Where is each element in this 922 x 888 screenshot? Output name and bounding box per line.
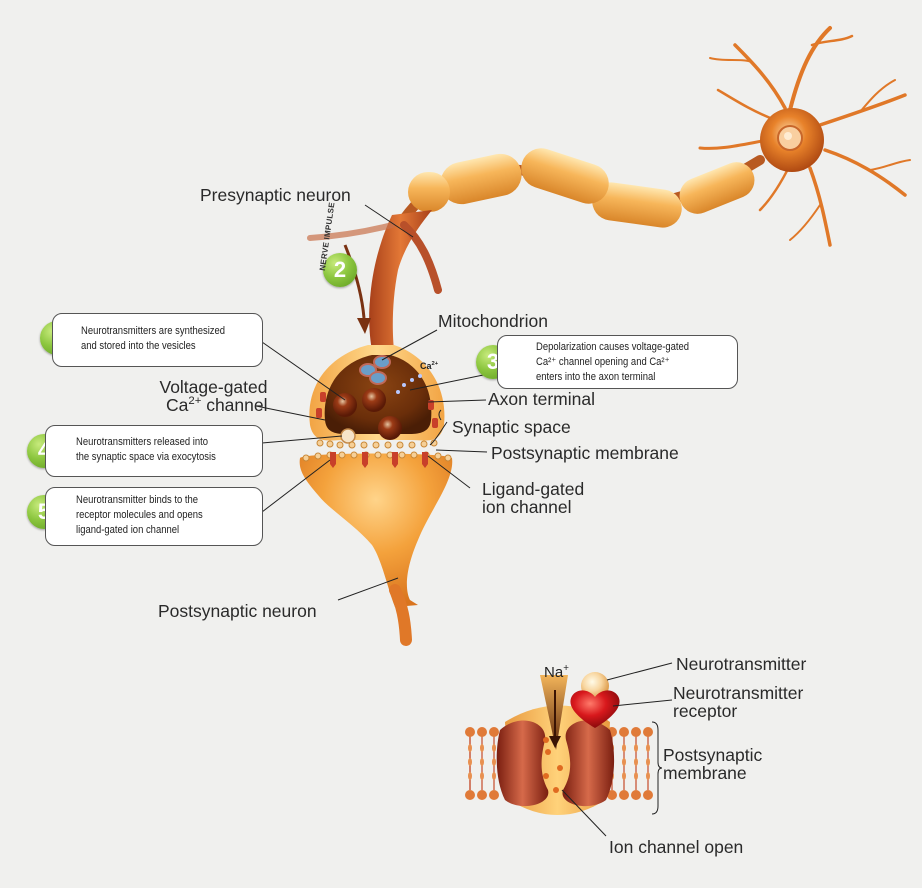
step-5-box: Neurotransmitter binds to the receptor m… (45, 487, 263, 546)
inset-membrane (465, 727, 653, 800)
voltage-gated-label: Voltage-gated Ca2+ channel (138, 377, 268, 415)
na-ion-label: Na+ (544, 664, 569, 681)
step-5-line3: ligand-gated ion channel (76, 524, 180, 536)
axon-terminal-label: Axon terminal (488, 389, 595, 409)
inset-membrane-line1: Postsynaptic (663, 745, 763, 765)
ligand-gated-line2: ion channel (482, 497, 572, 517)
voltage-gated-sup: 2+ (188, 395, 202, 408)
inset-receptor-label: Neurotransmitter receptor (673, 684, 803, 720)
phospholipids-right (611, 735, 649, 790)
inset-membrane-line2: membrane (663, 763, 747, 783)
step-3-line3: enters into the axon terminal (536, 371, 656, 383)
voltage-gated-ca: Ca (166, 395, 189, 415)
ion-channel-open-label: Ion channel open (609, 837, 744, 857)
channel-protein-right (562, 720, 615, 807)
step-2-badge: 2 (323, 253, 357, 287)
ligand-gated-line1: Ligand-gated (482, 479, 585, 499)
synaptic-space-label: Synaptic space (452, 417, 571, 437)
ligand-gated-receptors (330, 452, 428, 468)
postsynaptic-neuron (299, 453, 453, 607)
step-4-line1: Neurotransmitters released into (76, 436, 208, 448)
ligand-gated-label: Ligand-gated ion channel (482, 480, 584, 516)
inset-neurotransmitter-label: Neurotransmitter (676, 654, 807, 674)
step-3-box: Depolarization causes voltage-gated Ca²⁺… (497, 335, 738, 389)
channel-protein-left (496, 720, 549, 807)
inset-receptor-line2: receptor (673, 701, 738, 721)
inset-receptor (570, 690, 620, 728)
calcium-ions (396, 374, 422, 394)
ca-ion-sup: 2+ (431, 361, 439, 367)
ca-ion-text: Ca (420, 361, 432, 371)
postsynaptic-neuron-label: Postsynaptic neuron (158, 601, 317, 621)
presynaptic-membrane (316, 439, 438, 449)
step-1-line1: Neurotransmitters are synthesized (81, 325, 226, 337)
step-1-line2: and stored into the vesicles (81, 340, 196, 352)
step-3-line2: Ca²⁺ channel opening and Ca²⁺ (536, 356, 670, 368)
voltage-gated-channel: channel (201, 395, 268, 415)
na-ion-text: Na (544, 664, 564, 681)
synaptic-vesicles (333, 388, 402, 444)
step-1-box: Neurotransmitters are synthesized and st… (52, 313, 263, 367)
voltage-gated-line1: Voltage-gated (159, 377, 268, 397)
postsynaptic-membrane-label: Postsynaptic membrane (491, 443, 679, 463)
leader-lines (255, 204, 499, 601)
mitochondrion-label: Mitochondrion (438, 311, 548, 331)
step-3-line1: Depolarization causes voltage-gated (536, 341, 690, 353)
inset-receptor-line1: Neurotransmitter (673, 683, 804, 703)
mitochondria (359, 355, 391, 385)
step-4-box: Neurotransmitters released into the syna… (45, 425, 263, 477)
ca-ion-label: Ca2+ (420, 361, 438, 371)
step-5-line1: Neurotransmitter binds to the (76, 494, 198, 506)
presynaptic-neuron-label: Presynaptic neuron (200, 185, 351, 205)
step-5-line2: receptor molecules and opens (76, 509, 203, 521)
na-ion-sup: + (563, 663, 569, 674)
myelin-sheath (408, 148, 755, 228)
inset-membrane-label: Postsynaptic membrane (663, 746, 762, 782)
voltage-gated-channels (316, 392, 438, 428)
step-4-line2: the synaptic space via exocytosis (76, 451, 216, 463)
